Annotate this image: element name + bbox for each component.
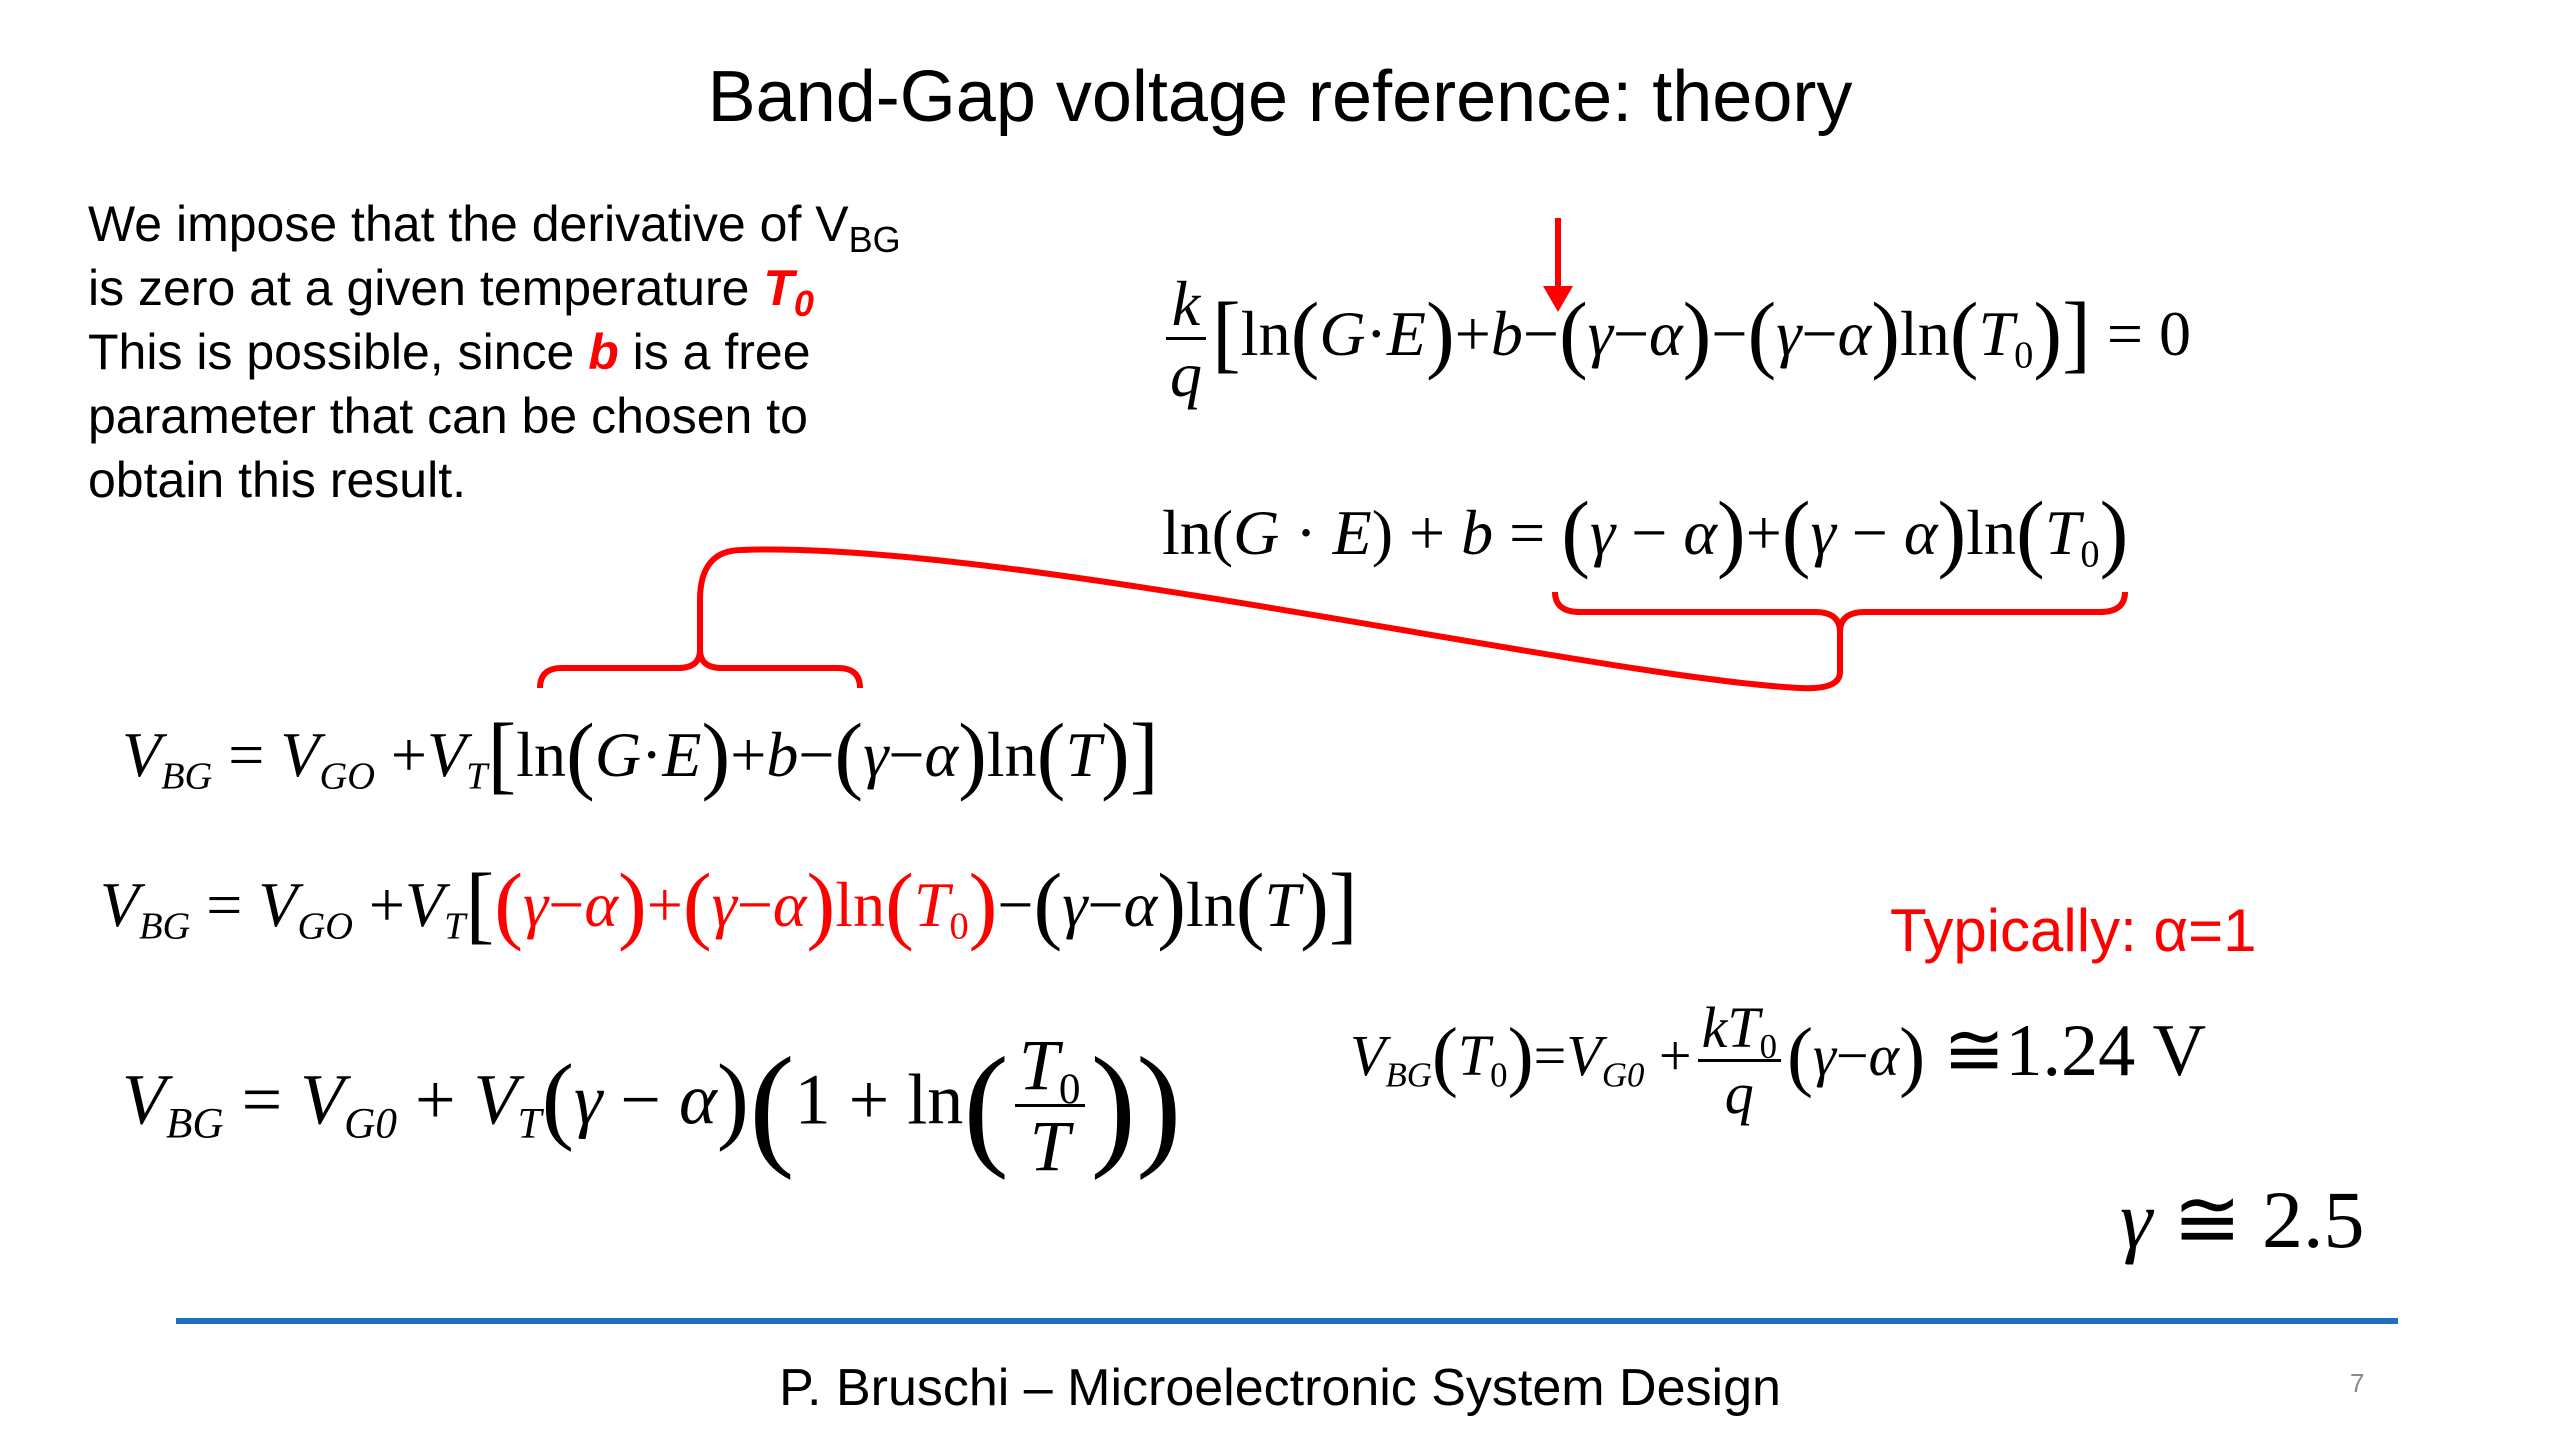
b-highlight: b xyxy=(588,324,619,380)
intro-line-4: parameter that can be chosen to xyxy=(88,388,808,444)
connector-curve xyxy=(697,546,1843,692)
approx-value: ≅1.24 V xyxy=(1943,1010,2207,1093)
down-arrow-icon xyxy=(1543,218,1573,312)
underbrace-right xyxy=(1552,591,2128,633)
intro-line-5: obtain this result. xyxy=(88,452,466,508)
footer-divider xyxy=(176,1318,2398,1324)
overbrace-left xyxy=(537,649,863,689)
intro-text: We impose that the derivative of VBG is … xyxy=(88,192,988,512)
footer-text: P. Bruschi – Microelectronic System Desi… xyxy=(779,1359,1781,1417)
intro-line-2: is zero at a given temperature T0 xyxy=(88,260,814,324)
equation-gamma-value: γ ≅ 2.5 xyxy=(2120,1174,2365,1265)
typically-note: Typically: α=1 xyxy=(1890,897,2257,964)
intro-line-3: This is possible, since b is a free xyxy=(88,324,811,380)
equation-vbg-general: VBG = VGO +VT[ln(G·E)+b−(γ−α)ln(T)] xyxy=(122,705,1159,802)
equation-b-solution: ln(G · E) + b = (γ − α)+(γ − α)ln(T0) xyxy=(1162,483,2129,580)
page-number: 7 xyxy=(2350,1368,2365,1398)
equation-vbg-substituted: VBG = VGO +VT[(γ−α)+(γ−α)ln(T0)−(γ−α)ln(… xyxy=(100,855,1358,952)
slide-title: Band-Gap voltage reference: theory xyxy=(707,57,1853,137)
intro-line-1: We impose that the derivative of VBG xyxy=(88,196,901,260)
b-term: b xyxy=(1490,298,1523,369)
t0-highlight: T0 xyxy=(763,260,814,324)
substituted-term: (γ−α)+(γ−α)ln(T0) xyxy=(494,855,998,952)
